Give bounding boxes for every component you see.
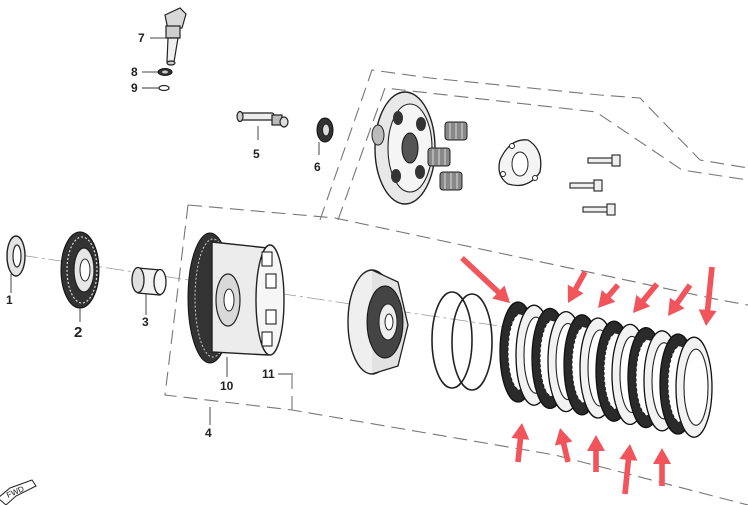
highlight-arrow (598, 283, 621, 308)
callout-4: 4 (205, 426, 212, 440)
callout-numbers: 1 2 3 4 5 6 7 8 9 10 11 (6, 31, 321, 440)
highlight-arrow (460, 256, 510, 303)
bolts (569, 154, 621, 216)
callout-5: 5 (253, 147, 260, 161)
clutch-springs (427, 121, 468, 191)
pressure-plate (371, 91, 436, 205)
highlight-arrow (554, 428, 573, 463)
highlight-arrow (587, 435, 605, 472)
spring-retainer (498, 139, 542, 187)
clutch-plate-stack (499, 301, 713, 438)
part-7-release-shaft (164, 7, 187, 66)
part-1-washer (6, 235, 26, 277)
callout-8: 8 (131, 65, 138, 79)
part-3-bushing (131, 266, 167, 296)
highlight-arrow (668, 283, 693, 316)
part-6-bearing (316, 117, 334, 143)
plate-inner-bore (683, 348, 709, 426)
highlight-arrow (619, 444, 638, 495)
part-8-seal (157, 68, 173, 76)
callout-3: 3 (142, 315, 149, 329)
leader-lines (10, 37, 320, 425)
part-5-push-rod (236, 110, 289, 128)
part-10-clutch-housing (187, 232, 285, 364)
part-2-gear (60, 231, 100, 309)
callout-6: 6 (314, 160, 321, 174)
callout-7: 7 (138, 31, 145, 45)
fwd-label: FWD (5, 484, 26, 500)
highlight-arrow (698, 266, 717, 326)
callout-11: 11 (262, 367, 275, 381)
highlight-arrow (633, 282, 660, 313)
highlight-arrow (567, 270, 588, 303)
callout-10: 10 (220, 379, 234, 393)
part-9-clip (158, 84, 170, 92)
callout-1: 1 (6, 293, 13, 307)
o-rings (431, 291, 493, 391)
center-axis (19, 254, 561, 336)
fwd-direction-marker: FWD (0, 479, 37, 505)
highlight-arrows (460, 256, 717, 495)
part-11-clutch-hub (347, 269, 409, 375)
highlight-arrow (653, 448, 671, 486)
callout-9: 9 (131, 81, 138, 95)
highlight-arrow (511, 423, 530, 463)
assembly-boundary (164, 69, 748, 505)
callout-2: 2 (74, 324, 82, 341)
